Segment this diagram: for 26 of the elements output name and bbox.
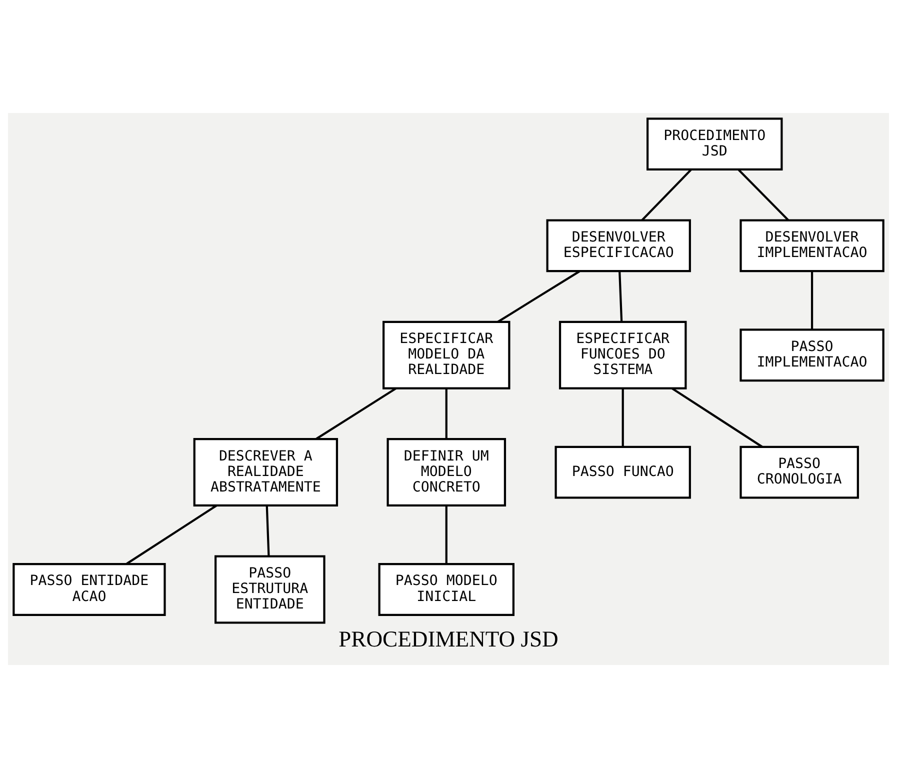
node-box: ESPECIFICAR FUNCOES DO SISTEMA <box>558 320 687 389</box>
node-box: PROCEDIMENTO JSD <box>646 117 783 170</box>
connector <box>445 505 448 564</box>
node-box: PASSO IMPLEMENTACAO <box>740 328 884 382</box>
node-box: PASSO FUNCAO <box>554 445 691 498</box>
node-box: PASSO CRONOLOGIA <box>740 445 859 498</box>
connector <box>316 386 397 440</box>
connector <box>810 270 814 330</box>
node-box: ESPECIFICAR MODELO DA REALIDADE <box>382 320 510 389</box>
connector <box>622 388 624 446</box>
node-box: PASSO ESTRUTURA ENTIDADE <box>214 554 326 624</box>
connector <box>738 168 789 220</box>
node-box: DESENVOLVER ESPECIFICACAO <box>546 218 691 272</box>
connector <box>126 504 218 564</box>
node-box: DEFINIR UM MODELO CONCRETO <box>386 438 506 506</box>
node-box: DESCREVER A REALIDADE ABSTRATAMENTE <box>193 438 338 506</box>
connector <box>497 270 580 322</box>
node-box: PASSO ENTIDADE ACAO <box>12 562 166 616</box>
node-box: PASSO MODELO INICIAL <box>378 562 514 616</box>
connector <box>266 505 270 556</box>
connector <box>445 388 448 438</box>
caption: PROCEDIMENTO JSD <box>338 626 558 651</box>
node-box: DESENVOLVER IMPLEMENTACAO <box>740 218 884 272</box>
connector <box>671 386 763 448</box>
connector <box>641 168 692 220</box>
connector <box>618 270 623 322</box>
